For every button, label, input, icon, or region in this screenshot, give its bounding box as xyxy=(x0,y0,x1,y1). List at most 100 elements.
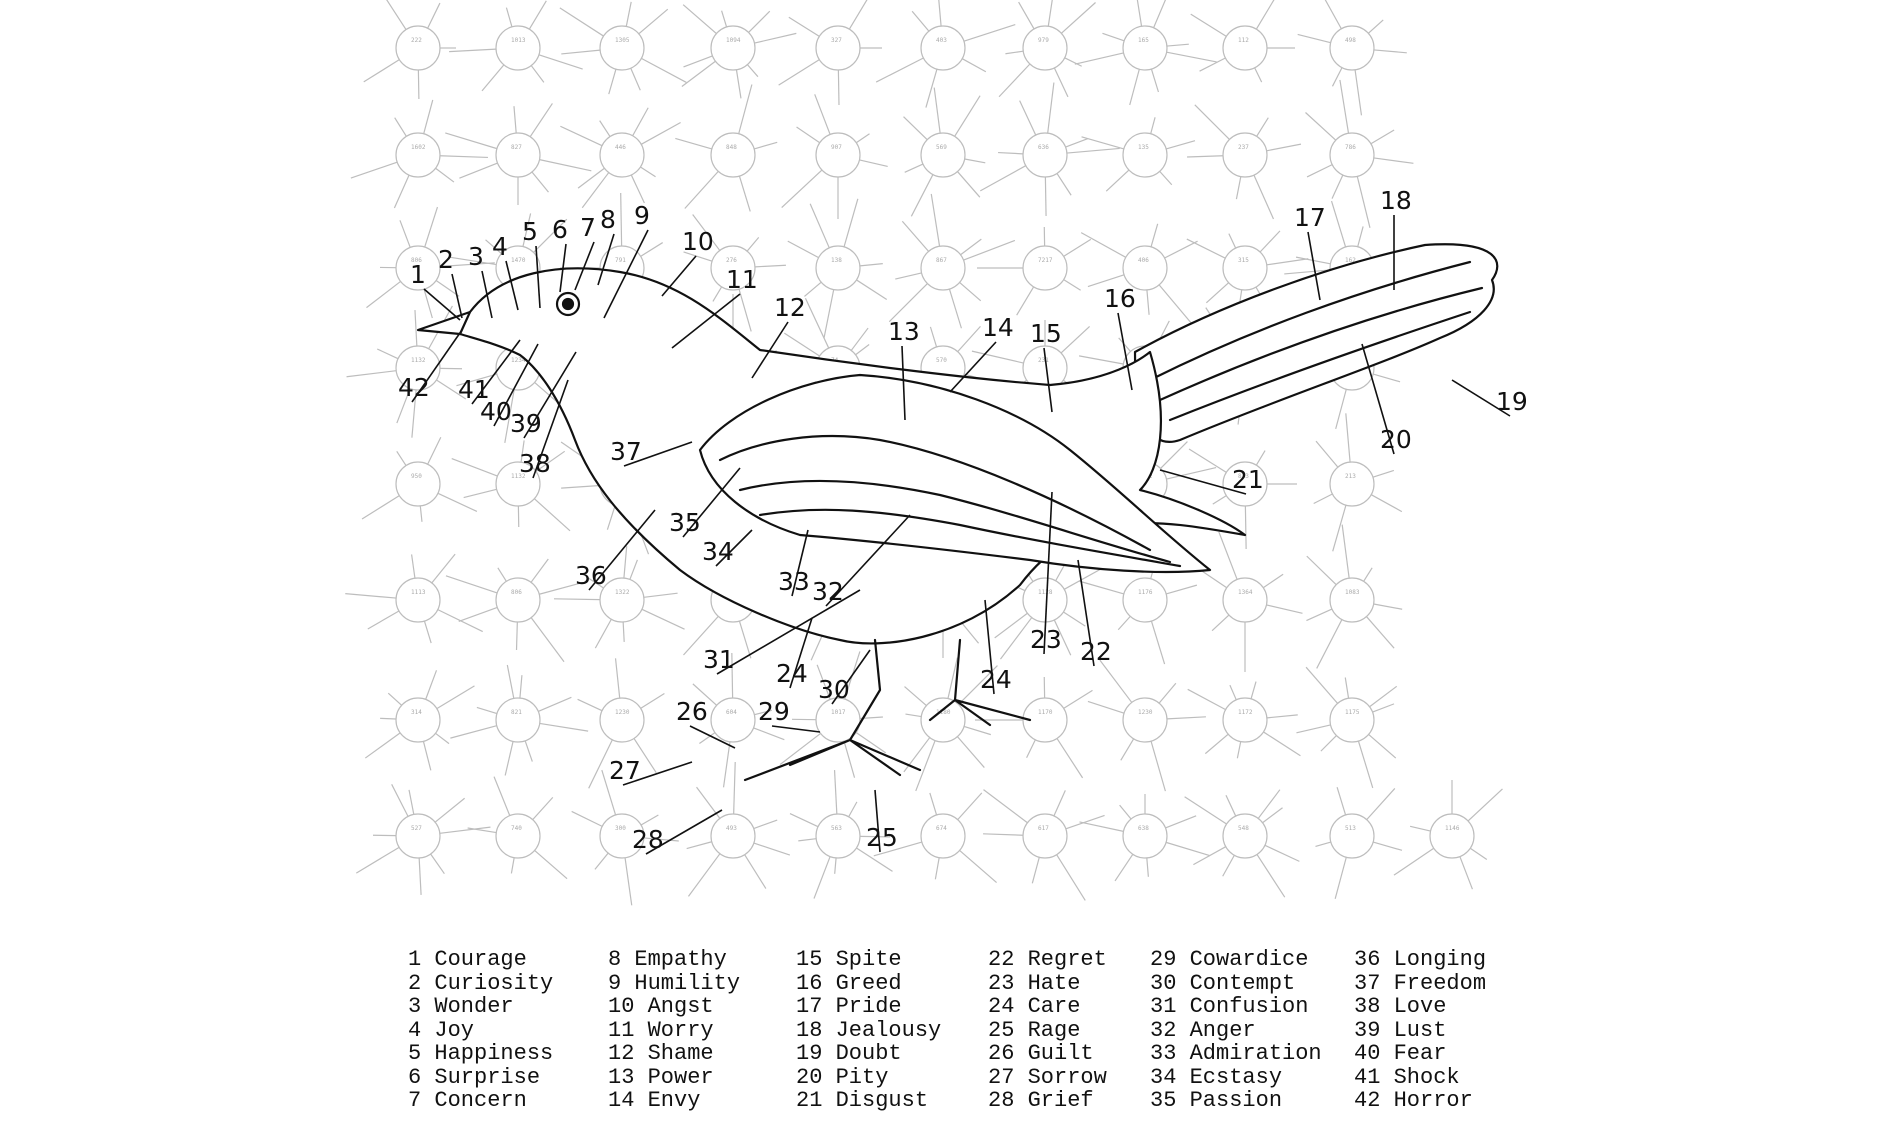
callout-leader xyxy=(689,725,736,749)
gauge: 1146 xyxy=(1393,780,1503,890)
gauge: 1083 xyxy=(1306,524,1403,669)
gauge-label: 213 xyxy=(1345,473,1356,480)
gauge-label: 300 xyxy=(615,825,626,832)
callout-leader xyxy=(1077,559,1095,667)
callout-leader xyxy=(901,345,906,421)
callout-leader xyxy=(874,789,881,853)
gauge: 446 xyxy=(560,107,681,209)
callout-leader xyxy=(831,649,871,705)
gauge-label: 848 xyxy=(726,144,737,151)
gauge-label: 1230 xyxy=(1138,709,1153,716)
callout-number: 36 xyxy=(575,561,607,590)
legend-item: 42 Horror xyxy=(1354,1088,1473,1113)
gauge-label: 222 xyxy=(411,37,422,44)
legend-item: 34 Ecstasy xyxy=(1150,1064,1283,1090)
gauge-label: 1602 xyxy=(411,144,426,151)
callout-number: 39 xyxy=(510,409,542,438)
gauge: 740 xyxy=(467,776,568,880)
callout-number: 4 xyxy=(492,232,508,261)
gauge: 403 xyxy=(875,0,1016,108)
gauge: 1132 xyxy=(346,305,467,438)
callout-leader xyxy=(1043,491,1053,655)
gauge: 237 xyxy=(1187,104,1302,220)
callout-number: 16 xyxy=(1104,284,1136,313)
gauge-label: 1322 xyxy=(615,589,630,596)
gauge-label: 827 xyxy=(511,144,522,151)
gauge-label: 867 xyxy=(936,257,947,264)
callout-number: 28 xyxy=(632,825,664,854)
callout-number: 41 xyxy=(458,375,490,404)
gauge-label: 740 xyxy=(511,825,522,832)
callout-number: 9 xyxy=(634,201,650,230)
gauge: 498 xyxy=(1297,0,1407,116)
callout-number: 10 xyxy=(682,227,714,256)
gauge: 786 xyxy=(1305,79,1414,228)
callout-leader xyxy=(481,270,493,319)
gauge: 638 xyxy=(1079,794,1211,882)
callout-number: 1 xyxy=(410,260,426,289)
callout-number: 20 xyxy=(1380,425,1412,454)
gauge: 867 xyxy=(888,193,1016,329)
gauge: 7217 xyxy=(977,226,1092,316)
gauge-label: 791 xyxy=(615,257,626,264)
callout-number: 26 xyxy=(676,697,708,726)
callout-number: 5 xyxy=(522,217,538,246)
gauge-label: 821 xyxy=(511,709,522,716)
gauge-label: 7217 xyxy=(1038,257,1053,264)
callout-leader xyxy=(603,229,649,319)
legend-item: 27 Sorrow xyxy=(988,1064,1107,1090)
gauge-label: 570 xyxy=(936,357,947,364)
callout-number: 40 xyxy=(480,397,512,426)
gauge-label: 569 xyxy=(936,144,947,151)
gauge: 165 xyxy=(1074,0,1217,106)
gauge-label: 1128 xyxy=(1038,589,1053,596)
callout-number: 12 xyxy=(774,293,806,322)
gauge-label: 806 xyxy=(511,589,522,596)
gauge-label: 135 xyxy=(1138,144,1149,151)
gauge: 276 xyxy=(683,214,786,332)
callout-number: 6 xyxy=(552,215,568,244)
gauge-label: 1094 xyxy=(726,37,741,44)
callout-number: 27 xyxy=(609,756,641,785)
gauge-label: 315 xyxy=(1238,257,1249,264)
gauge-label: 833 xyxy=(1238,473,1249,480)
callout-leader xyxy=(451,273,463,319)
callout-leader xyxy=(505,260,519,311)
legend-item: 25 Rage xyxy=(988,1017,1081,1043)
gauge-label: 638 xyxy=(1138,825,1149,832)
gauge-label: 327 xyxy=(831,37,842,44)
gauge-label: 1170 xyxy=(1038,709,1053,716)
gauge-label: 406 xyxy=(1138,257,1149,264)
gauge-label: 1230 xyxy=(615,709,630,716)
gauge: 327 xyxy=(778,0,882,106)
legend-item: 4 Joy xyxy=(408,1017,475,1043)
gauge: 821 xyxy=(450,664,589,776)
gauge-label: 786 xyxy=(1345,144,1356,151)
gauge-label: 314 xyxy=(411,709,422,716)
legend-item: 26 Guilt xyxy=(988,1041,1094,1066)
gauge: 1017 xyxy=(779,651,887,778)
gauge-label: 162 xyxy=(1345,257,1356,264)
callout-leader xyxy=(825,514,911,607)
callout-leader xyxy=(532,379,569,479)
gauge: 138 xyxy=(787,198,888,338)
legend-item: 7 Concern xyxy=(408,1088,527,1113)
callout-number: 14 xyxy=(982,313,1014,342)
legend-item: 32 Anger xyxy=(1150,1017,1256,1043)
gauge: 222 xyxy=(363,0,456,100)
gauge: 406 xyxy=(1080,223,1198,324)
gauge: 1175 xyxy=(1296,666,1398,789)
callout-leader xyxy=(493,343,539,427)
callout-leader xyxy=(682,467,741,538)
callout-leader xyxy=(597,233,615,286)
gauge-label: 1113 xyxy=(411,589,426,596)
callout-leader xyxy=(423,288,461,321)
gauge: 674 xyxy=(873,792,997,884)
gauge-label: 1175 xyxy=(1345,709,1360,716)
legend-item: 35 Passion xyxy=(1150,1088,1283,1113)
gauge: 569 xyxy=(903,87,986,217)
gauge-label: 513 xyxy=(1345,825,1356,832)
callout-number: 37 xyxy=(610,437,642,466)
callout-number: 34 xyxy=(702,537,734,566)
